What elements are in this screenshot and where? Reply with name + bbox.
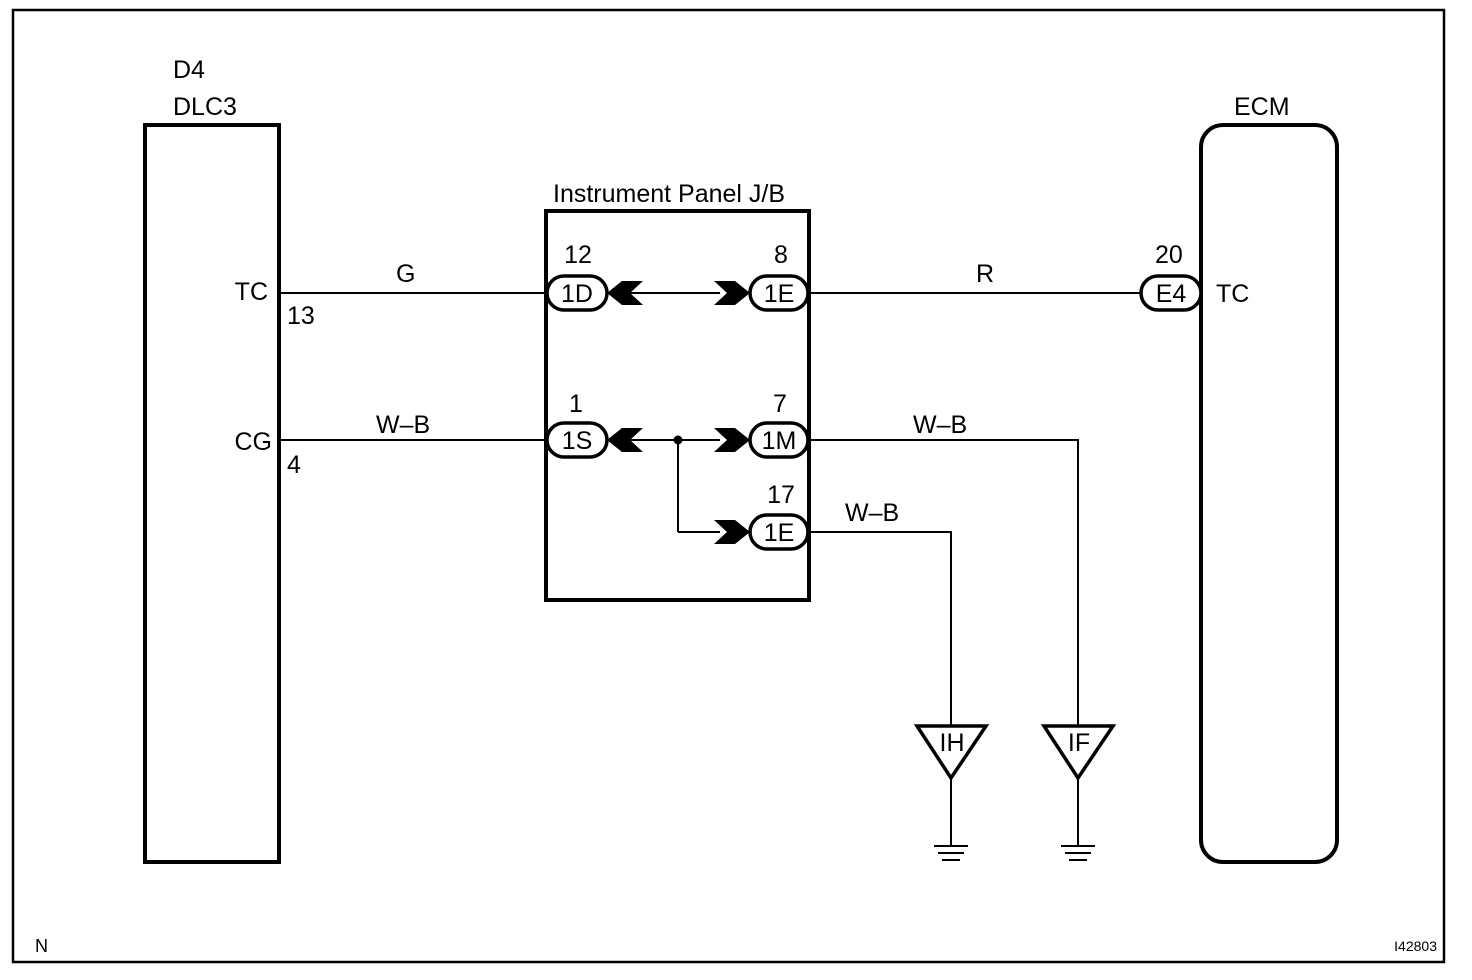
dlc3-cg-label: CG [235, 428, 273, 456]
dlc3-tc-pin: 13 [287, 302, 315, 330]
connector-1d-label: 1D [561, 280, 593, 308]
splice-point [673, 435, 683, 445]
wire-color-wb-cg: W–B [376, 411, 430, 439]
diagram-frame [11, 8, 1446, 964]
dlc3-cg-pin: 4 [287, 451, 301, 479]
connector-1e-bottom [748, 513, 810, 551]
ground-symbol-if [1061, 845, 1095, 861]
wire-color-wb-if: W–B [913, 411, 967, 439]
footer-left-code: N [35, 936, 48, 956]
connector-1s-pin: 1 [569, 390, 583, 418]
connector-1m-label: 1M [762, 427, 797, 455]
ground-point-ih [913, 724, 990, 782]
connector-1e-bottom-label: 1E [764, 519, 795, 547]
connector-arrow-1e-top [714, 281, 750, 305]
footer-figure-id: I42803 [1394, 938, 1437, 954]
connector-arrow-1s [607, 428, 643, 452]
dlc3-name: DLC3 [173, 93, 237, 121]
wire-color-g: G [396, 260, 415, 288]
connector-1e-top-pin: 8 [774, 241, 788, 269]
dlc3-code: D4 [173, 56, 205, 84]
ecm-tc-label: TC [1216, 280, 1249, 308]
connector-1d-pin: 12 [564, 241, 592, 269]
ecm-tc-pin: 20 [1155, 241, 1183, 269]
wire-1e-to-ih [808, 531, 952, 726]
ecm-box [1199, 123, 1339, 864]
connector-1e-bottom-pin: 17 [767, 481, 795, 509]
dlc3-tc-label: TC [235, 278, 268, 306]
ground-point-if-label: IF [1068, 729, 1090, 757]
connector-arrow-1d [607, 281, 643, 305]
wire-color-r: R [976, 260, 994, 288]
connector-1e-top [748, 274, 810, 312]
ecm-title: ECM [1234, 93, 1290, 121]
connector-1e-top-label: 1E [764, 280, 795, 308]
ground-point-if [1040, 724, 1117, 782]
jb-box [544, 209, 811, 602]
jb-title: Instrument Panel J/B [553, 180, 785, 208]
wire-1m-to-if [808, 439, 1079, 726]
connector-e4 [1139, 274, 1203, 312]
ground-point-ih-label: IH [940, 729, 965, 757]
connector-e4-label: E4 [1156, 280, 1187, 308]
connector-1d [545, 274, 609, 312]
wire-color-wb-ih: W–B [845, 499, 899, 527]
ground-symbol-ih [934, 845, 968, 861]
connector-arrow-1m [714, 428, 750, 452]
connector-1s-label: 1S [562, 427, 593, 455]
connector-1m-pin: 7 [773, 390, 787, 418]
connector-1s [545, 421, 609, 459]
connector-arrow-1e-bottom [714, 520, 750, 544]
connector-1m [748, 421, 810, 459]
dlc3-box [143, 123, 281, 864]
